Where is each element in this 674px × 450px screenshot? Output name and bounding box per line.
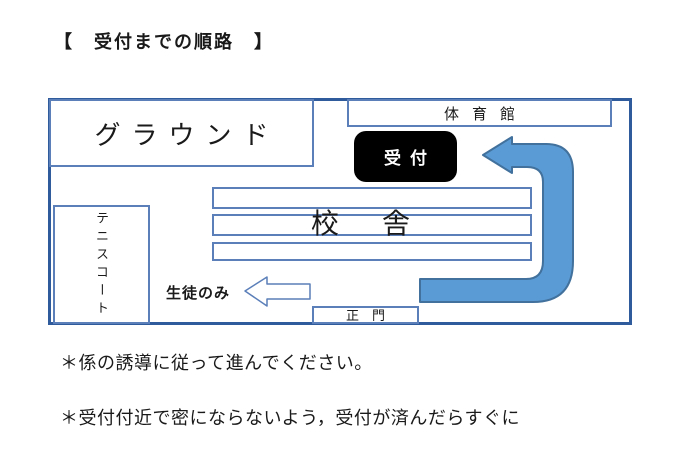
page-title: 【 受付までの順路 】 [54, 32, 274, 52]
gym-label: 体育館 [443, 106, 528, 123]
note-crowding: ＊受付付近で密にならないよう，受付が済んだらすぐに [60, 408, 520, 428]
students-only-label: 生徒のみ [166, 285, 231, 302]
ground-box: グラウンド [49, 99, 314, 167]
note-guidance: ＊係の誘導に従って進んでください。 [60, 353, 373, 373]
reception-badge: 受付 [354, 131, 457, 182]
tennis-court-label: テニスコート [94, 210, 109, 319]
campus-map: グラウンド 体育館 テニスコート 校舎 受付 正門 生徒のみ [48, 98, 632, 325]
ground-label: グラウンド [94, 120, 280, 150]
reception-label: 受付 [384, 149, 436, 168]
gym-box: 体育館 [347, 99, 612, 127]
main-gate-label: 正門 [345, 307, 398, 323]
main-gate-box: 正門 [312, 306, 419, 324]
tennis-court-box: テニスコート [53, 205, 150, 324]
school-building-label: 校舎 [311, 209, 454, 240]
school-building-bar [212, 242, 532, 261]
